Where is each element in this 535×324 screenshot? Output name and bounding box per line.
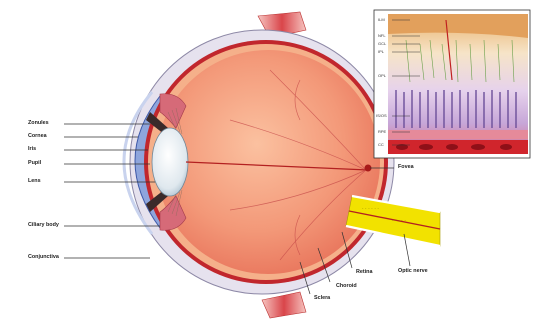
inset-label-opl: OPL	[378, 74, 386, 78]
label-lens: Lens	[28, 179, 41, 184]
lens	[152, 128, 188, 196]
inset-label-nfl: NFL	[378, 34, 386, 38]
label-conjunctiva: Conjunctiva	[28, 255, 59, 260]
label-retina: Retina	[356, 270, 372, 275]
inset-label-rpe: RPE	[378, 130, 386, 134]
label-cornea: Cornea	[28, 134, 47, 139]
label-fovea: Fovea	[398, 165, 414, 170]
inset-label-ipl: IPL	[378, 50, 384, 54]
inset-label-ilm: ILM	[378, 18, 385, 22]
label-choroid: Choroid	[336, 284, 357, 289]
inferior-muscle	[262, 292, 306, 318]
label-zonules: Zonules	[28, 121, 49, 126]
svg-text:· · · · ·: · · · · ·	[392, 218, 406, 224]
inset-label-is-os: IS/OS	[376, 114, 387, 118]
label-iris: Iris	[28, 147, 36, 152]
retina-inset	[374, 10, 530, 158]
label-pupil: Pupil	[28, 161, 41, 166]
label-optic-nerve: Optic nerve	[398, 269, 428, 274]
inset-label-gcl: GCL	[378, 42, 386, 46]
label-ciliary-body: Ciliary body	[28, 223, 59, 228]
label-sclera: Sclera	[314, 296, 330, 301]
svg-text:· · · · · ·: · · · · · ·	[362, 206, 379, 212]
inset-label-cc: CC	[378, 143, 384, 147]
